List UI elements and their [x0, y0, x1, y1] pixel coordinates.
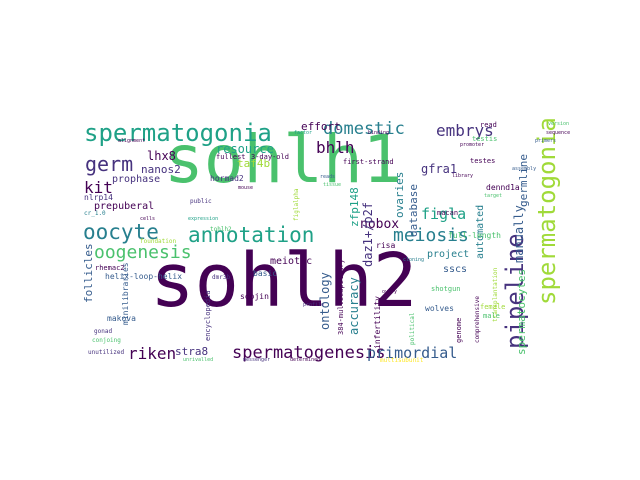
word: infertility	[373, 296, 382, 349]
word: promoter	[460, 142, 485, 148]
word: political	[409, 312, 416, 345]
word: nobox	[360, 217, 400, 232]
word: expression	[188, 216, 219, 222]
word: unutilized	[88, 349, 125, 356]
word: 3-day-old	[251, 153, 289, 161]
word: primordial	[367, 344, 458, 362]
word: prophase	[112, 174, 161, 185]
word: embrys	[436, 121, 494, 140]
word: ovaries	[393, 171, 406, 218]
word: tissue	[323, 182, 342, 188]
word: factor	[294, 130, 313, 136]
word: transplantation	[492, 267, 499, 322]
word: 384-multicapillary	[337, 259, 345, 335]
word: library	[452, 173, 474, 179]
word: stra8	[175, 345, 209, 358]
word: sohlh1	[164, 121, 403, 198]
word: spermatogonial	[533, 117, 561, 305]
word: genome	[455, 317, 463, 343]
word: assembly	[512, 166, 537, 172]
word: fullest	[216, 153, 246, 161]
word: cloning	[403, 257, 425, 263]
word: soojin	[240, 292, 269, 301]
word: nlrp14	[84, 193, 113, 202]
word: spermatogenesis	[232, 343, 386, 363]
word: comprehensive	[474, 296, 481, 343]
word: makova	[107, 314, 136, 323]
word: basic	[253, 269, 278, 278]
word: spermatogonia	[84, 119, 272, 147]
word: risa	[376, 241, 396, 250]
word: wolves	[425, 304, 454, 313]
word: lhx8	[147, 149, 176, 163]
word: shotgun	[431, 285, 461, 293]
word: kit	[84, 178, 113, 197]
word: helix-loop-helix	[105, 272, 183, 281]
word: riken	[128, 344, 177, 363]
word: germ	[85, 152, 134, 176]
word: hormad2	[210, 174, 244, 183]
word: unrivalled	[183, 357, 214, 363]
word: sscs	[443, 264, 468, 275]
word: figlalpha	[293, 188, 300, 221]
word: annotation	[188, 223, 315, 247]
word: binding	[368, 130, 390, 136]
word: mouse	[238, 185, 254, 191]
word: taf4b	[237, 157, 271, 170]
word: sequence	[546, 130, 571, 136]
word: accuracy	[347, 277, 361, 335]
word: oogenesis	[94, 242, 192, 263]
word: tohlh2	[210, 226, 232, 233]
word: prepuberal	[94, 201, 155, 212]
word: zfp148	[348, 187, 361, 227]
word: ovary	[382, 289, 398, 295]
word: gfra1	[421, 162, 458, 176]
word: full-length	[448, 231, 501, 240]
word: public	[190, 198, 212, 205]
word: dmr3b	[212, 274, 231, 281]
word: oocyte	[83, 220, 159, 244]
word: version	[548, 121, 570, 127]
word: nanos2	[141, 163, 181, 176]
word: germline	[517, 154, 530, 207]
word: determined	[290, 357, 321, 363]
word: testes	[470, 157, 496, 165]
word: macan	[437, 209, 459, 217]
word: meiotic	[270, 256, 313, 267]
word: encyclopedia	[204, 290, 212, 341]
word: reads	[320, 174, 336, 180]
word-cloud: sohlh1 sohlh2 spermatogonia spermatogoni…	[80, 117, 571, 367]
word: rhemac2	[95, 264, 125, 272]
word: testis	[472, 135, 498, 143]
word: alignment	[118, 138, 146, 144]
word: primers	[535, 138, 557, 144]
word: domestic	[323, 119, 405, 139]
word: resource	[216, 142, 274, 156]
word: daz1+/p2f	[361, 201, 375, 267]
word: spermatocytes	[515, 268, 528, 355]
word: cr_1.0	[84, 210, 106, 217]
word: profile	[303, 302, 325, 308]
word: sohlh2	[150, 238, 418, 324]
word: multisubunit	[380, 357, 424, 364]
word: bhlh	[316, 138, 355, 157]
word: gonad	[94, 328, 113, 335]
word: target	[484, 193, 503, 199]
word: read	[480, 121, 497, 129]
word: manually	[512, 205, 526, 263]
word: database	[407, 184, 420, 237]
word: project	[427, 249, 470, 260]
word: foundation	[140, 238, 177, 245]
word: messenger	[243, 357, 271, 363]
word: meiosis	[393, 225, 469, 246]
word: figla	[421, 205, 467, 223]
word: follicles	[82, 243, 95, 303]
word: conjoing	[92, 337, 121, 344]
word: male	[483, 312, 500, 320]
word: dennd1a	[486, 183, 520, 192]
word: effort	[301, 120, 341, 133]
word: female	[480, 303, 506, 311]
word: cells	[140, 216, 156, 222]
word: first-strand	[343, 158, 394, 166]
